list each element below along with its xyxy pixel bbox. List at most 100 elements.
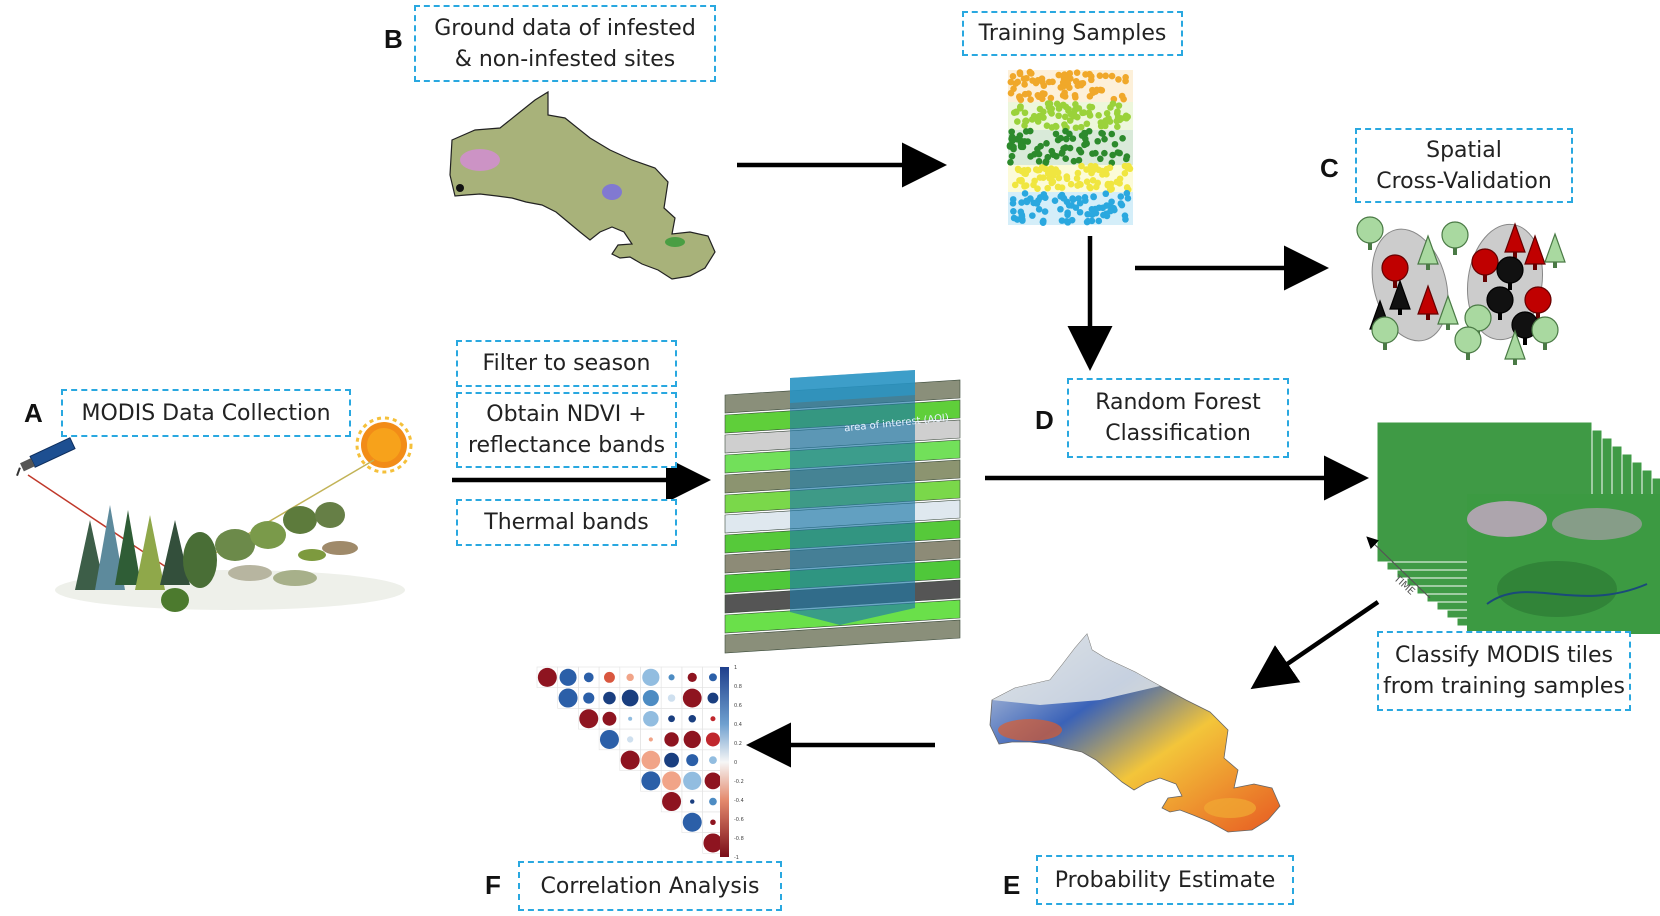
sample-dot <box>1036 112 1043 120</box>
sample-dot <box>1095 166 1102 174</box>
sample-dot <box>1061 121 1068 128</box>
sample-dot <box>1072 204 1080 211</box>
sample-dot <box>1080 109 1088 116</box>
sample-dot <box>1123 189 1131 197</box>
cv-tree <box>1371 316 1399 344</box>
sample-dot <box>1062 135 1070 143</box>
colorbar-tick-label: -0.6 <box>734 817 744 823</box>
sample-dot <box>1116 149 1123 157</box>
sample-dot <box>1095 204 1103 212</box>
correlation-cell <box>626 673 634 682</box>
sample-dot <box>1096 72 1104 79</box>
sample-dot <box>1122 216 1129 223</box>
sample-dot <box>1106 202 1113 209</box>
sample-dot <box>1055 174 1063 182</box>
sample-dot <box>1069 195 1076 202</box>
sample-dot <box>1008 128 1016 136</box>
sample-dot <box>1029 77 1036 84</box>
sample-dot <box>1014 78 1022 86</box>
correlation-cell <box>709 673 717 682</box>
sample-dot <box>1118 115 1125 122</box>
sample-dot <box>1097 155 1104 163</box>
sample-dot <box>1094 137 1102 145</box>
correlation-cell <box>710 819 716 826</box>
correlation-cell <box>705 732 720 747</box>
colorbar-tick-label: 0.8 <box>734 684 742 690</box>
sample-dot <box>1093 86 1101 94</box>
sample-dot <box>1013 216 1021 223</box>
sample-dot <box>1066 70 1074 77</box>
sample-dot <box>1067 180 1075 188</box>
sample-dot <box>1118 92 1126 100</box>
sample-dot <box>1073 175 1081 182</box>
training-samples-box: Training Samples <box>962 11 1183 56</box>
sample-dot <box>1076 146 1083 154</box>
sample-dot <box>1083 178 1091 186</box>
sample-dot <box>1055 112 1062 120</box>
sample-dot <box>1057 205 1064 213</box>
satellite-icon <box>16 437 76 477</box>
correlation-cell <box>683 771 702 790</box>
sample-dot <box>1061 113 1069 121</box>
sample-dot <box>1074 169 1082 177</box>
colorbar-tick-label: 0.6 <box>734 703 742 709</box>
sample-dot <box>1043 140 1050 147</box>
sample-dot <box>1086 183 1093 191</box>
sample-dot <box>1045 78 1053 86</box>
sample-dot <box>1065 107 1072 115</box>
step-letter-f: F <box>485 870 501 900</box>
cv-tree <box>1524 234 1546 265</box>
colorbar-tick-label: 0.4 <box>734 722 742 728</box>
cv-tree <box>1417 234 1439 265</box>
ndvi-label-line2: reflectance bands <box>467 433 666 458</box>
filter-season-box: Filter to season <box>456 340 677 387</box>
sample-dot <box>1063 175 1071 183</box>
cv-tree <box>1454 326 1482 354</box>
sample-dot <box>1021 81 1028 88</box>
sample-dot <box>1117 193 1125 200</box>
sample-dot <box>1080 131 1088 139</box>
cv-tree <box>1389 279 1411 310</box>
cv-tree <box>1544 232 1566 263</box>
sample-dot <box>1011 181 1019 189</box>
sample-dot <box>1012 108 1020 116</box>
correlation-cell <box>643 710 659 727</box>
sample-dot <box>1052 130 1060 138</box>
sample-dot <box>1028 116 1036 123</box>
sample-dot <box>1021 190 1029 197</box>
sample-dot <box>1058 184 1066 191</box>
sample-dot <box>1121 169 1129 177</box>
sample-dot <box>1109 100 1117 108</box>
correlation-cell <box>579 709 599 729</box>
correlation-cell <box>537 667 557 687</box>
correlation-cell <box>604 671 615 683</box>
sample-dot <box>1049 172 1057 179</box>
correlation-cell <box>641 750 661 770</box>
sample-dot <box>1073 69 1081 76</box>
sample-dot <box>1072 77 1080 85</box>
sample-dot <box>1047 108 1054 115</box>
sample-dot <box>1061 89 1068 96</box>
sample-dot <box>1029 212 1036 219</box>
sample-dot <box>1027 96 1034 103</box>
sample-dot <box>1086 93 1094 100</box>
cv-tree <box>1417 284 1439 315</box>
sample-dot <box>1104 181 1112 189</box>
step-letter-a: A <box>24 398 43 428</box>
sample-dot <box>1039 78 1046 86</box>
sample-dot <box>1124 164 1131 172</box>
sample-dot <box>1088 103 1096 111</box>
sample-dot <box>1018 177 1025 185</box>
sample-dot <box>1007 78 1015 86</box>
thermal-bands-box: Thermal bands <box>456 499 677 546</box>
sample-dot <box>1062 155 1070 163</box>
correlation-cell <box>627 736 634 743</box>
correlation-cell <box>603 691 616 705</box>
sample-dot <box>1055 71 1063 79</box>
sample-dot <box>1010 145 1017 153</box>
correlation-cell <box>704 772 722 790</box>
correlation-cell <box>558 688 578 708</box>
sample-dot <box>1068 216 1076 224</box>
sample-dot <box>1010 85 1017 93</box>
